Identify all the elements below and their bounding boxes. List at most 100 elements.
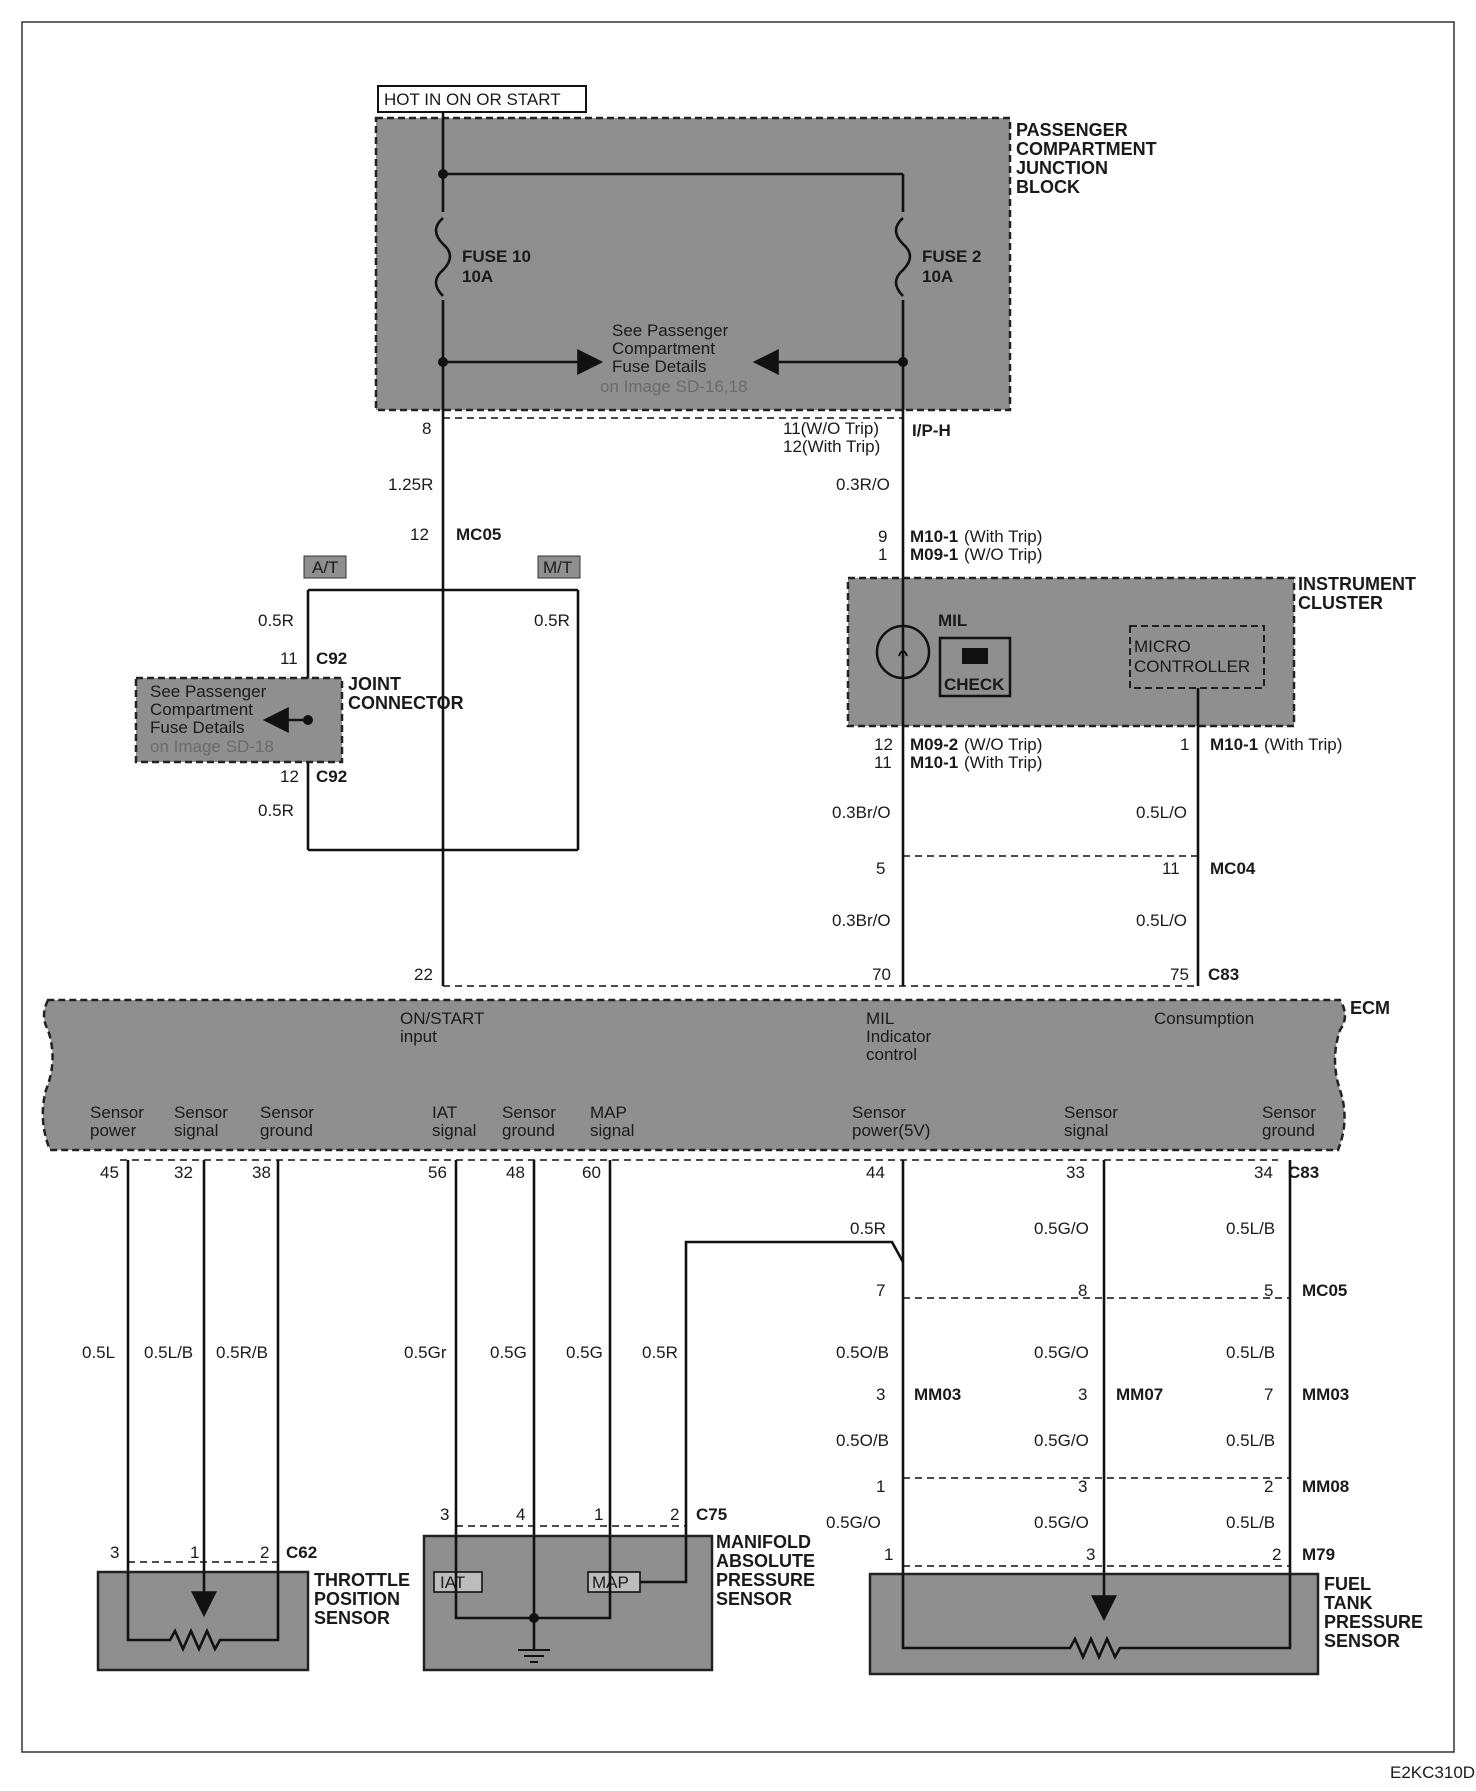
ftps-power-mid: 0.5O/B bbox=[836, 1343, 889, 1362]
jb-pin-left: 8 bbox=[422, 419, 431, 438]
svg-text:PRESSURE: PRESSURE bbox=[1324, 1612, 1423, 1632]
svg-text:Sensor: Sensor bbox=[852, 1103, 906, 1122]
svg-text:45: 45 bbox=[100, 1163, 119, 1182]
svg-text:48: 48 bbox=[506, 1163, 525, 1182]
svg-text:34: 34 bbox=[1254, 1163, 1273, 1182]
svg-text:Compartment: Compartment bbox=[150, 700, 253, 719]
hot-label: HOT IN ON OR START bbox=[384, 90, 561, 109]
consumption-wire-lower: 0.5L/O bbox=[1136, 911, 1187, 930]
svg-text:FUSE 10: FUSE 10 bbox=[462, 247, 531, 266]
svg-text:power(5V): power(5V) bbox=[852, 1121, 930, 1140]
ftps-signal-low: 0.5G/O bbox=[1034, 1431, 1089, 1450]
hot-label-box bbox=[377, 85, 587, 113]
mm08-pin-power: 1 bbox=[876, 1477, 885, 1496]
cluster-pin-e: 1 bbox=[1180, 735, 1189, 754]
mm03-a: MM03 bbox=[914, 1385, 961, 1404]
mc04-pin-right: 11 bbox=[1162, 859, 1180, 878]
cluster-pin-c: 12 bbox=[874, 735, 893, 754]
cluster-conn-b-note: (W/O Trip) bbox=[964, 545, 1042, 564]
mm03-b: MM03 bbox=[1302, 1385, 1349, 1404]
ecm-box bbox=[41, 998, 1347, 1152]
c92-pin-bottom: 12 bbox=[280, 767, 299, 786]
cluster-conn-a-note: (With Trip) bbox=[964, 527, 1042, 546]
svg-text:Fuse Details: Fuse Details bbox=[150, 718, 244, 737]
tps-conn: C62 bbox=[286, 1543, 317, 1562]
mm03-pin-a: 3 bbox=[876, 1385, 885, 1404]
svg-text:Sensor: Sensor bbox=[502, 1103, 556, 1122]
c92-top: C92 bbox=[316, 649, 347, 668]
ftps-signal-mid: 0.5G/O bbox=[1034, 1343, 1089, 1362]
cluster-conn-c-note: (W/O Trip) bbox=[964, 735, 1042, 754]
svg-text:POSITION: POSITION bbox=[314, 1589, 400, 1609]
page-frame bbox=[21, 21, 1455, 1753]
ftps-ground-low: 0.5L/B bbox=[1226, 1431, 1275, 1450]
svg-text:Fuse Details: Fuse Details bbox=[612, 357, 706, 376]
wire-1-25r: 1.25R bbox=[388, 475, 433, 494]
mil-bulb-icon bbox=[875, 624, 931, 680]
map-pin-2: 4 bbox=[516, 1505, 525, 1524]
ecm-on-start-2: input bbox=[400, 1027, 437, 1046]
cluster-pin-b: 1 bbox=[878, 545, 887, 564]
mc05-pin-signal: 8 bbox=[1078, 1281, 1087, 1300]
fuse-10-label: FUSE 10 10A bbox=[462, 247, 531, 286]
fuel-tank-sensor-title: FUEL TANK PRESSURE SENSOR bbox=[1324, 1574, 1423, 1651]
svg-text:SENSOR: SENSOR bbox=[1324, 1631, 1400, 1651]
mil-wire-lower: 0.3Br/O bbox=[832, 911, 891, 930]
cluster-pin-a: 9 bbox=[878, 527, 887, 546]
svg-text:PASSENGER: PASSENGER bbox=[1016, 120, 1128, 140]
cluster-pin-d: 11 bbox=[874, 753, 892, 772]
svg-text:See Passenger: See Passenger bbox=[150, 682, 267, 701]
svg-text:signal: signal bbox=[1064, 1121, 1108, 1140]
svg-text:MANIFOLD: MANIFOLD bbox=[716, 1532, 811, 1552]
joint-see-details: See Passenger Compartment Fuse Details o… bbox=[150, 682, 274, 756]
mc04-pin-left: 5 bbox=[876, 859, 885, 878]
svg-text:32: 32 bbox=[174, 1163, 193, 1182]
wire-0-3r-o: 0.3R/O bbox=[836, 475, 890, 494]
map-wire-1: 0.5Gr bbox=[404, 1343, 447, 1362]
mm08-pin-signal: 3 bbox=[1078, 1477, 1087, 1496]
svg-text:SENSOR: SENSOR bbox=[716, 1589, 792, 1609]
map-wire-4: 0.5R bbox=[642, 1343, 678, 1362]
mm07: MM07 bbox=[1116, 1385, 1163, 1404]
ecm-pin-mil: 70 bbox=[872, 965, 891, 984]
svg-text:56: 56 bbox=[428, 1163, 447, 1182]
cluster-conn-a: M10-1 bbox=[910, 527, 958, 546]
tps-pin-1: 3 bbox=[110, 1543, 119, 1562]
instrument-cluster-box bbox=[846, 576, 1296, 728]
mil-label: MIL bbox=[938, 611, 967, 630]
c92-pin-top: 11 bbox=[280, 649, 298, 668]
cluster-conn-b: M09-1 bbox=[910, 545, 958, 564]
ftps-pin-3: 2 bbox=[1272, 1545, 1281, 1564]
jb-pin-right-b: 12(With Trip) bbox=[783, 437, 880, 456]
joint-connector-title: JOINT CONNECTOR bbox=[348, 674, 464, 713]
mc04-conn: MC04 bbox=[1210, 859, 1256, 878]
svg-text:signal: signal bbox=[590, 1121, 634, 1140]
fuse-2-label: FUSE 2 10A bbox=[922, 247, 982, 286]
svg-text:signal: signal bbox=[432, 1121, 476, 1140]
map-pin-1: 3 bbox=[440, 1505, 449, 1524]
fuse-10-symbol bbox=[434, 217, 452, 297]
svg-text:MAP: MAP bbox=[590, 1103, 627, 1122]
iat-label: IAT bbox=[440, 1573, 465, 1592]
micro-label-2: CONTROLLER bbox=[1134, 657, 1250, 676]
map-sensor-box bbox=[422, 1534, 714, 1672]
ftps-conn: M79 bbox=[1302, 1545, 1335, 1564]
svg-text:See Passenger: See Passenger bbox=[612, 321, 729, 340]
svg-text:44: 44 bbox=[866, 1163, 885, 1182]
wire-mt: 0.5R bbox=[534, 611, 570, 630]
tps-wire-3: 0.5R/B bbox=[216, 1343, 268, 1362]
c92-bottom: C92 bbox=[316, 767, 347, 786]
wire-at-upper: 0.5R bbox=[258, 611, 294, 630]
ftps-pin-1: 1 bbox=[884, 1545, 893, 1564]
ecm-consumption: Consumption bbox=[1154, 1009, 1254, 1028]
svg-text:signal: signal bbox=[174, 1121, 218, 1140]
instrument-cluster-title: INSTRUMENT CLUSTER bbox=[1298, 574, 1416, 613]
svg-text:ground: ground bbox=[1262, 1121, 1315, 1140]
svg-text:TANK: TANK bbox=[1324, 1593, 1373, 1613]
cluster-conn-e-note: (With Trip) bbox=[1264, 735, 1342, 754]
page-code: E2KC310D bbox=[1390, 1763, 1475, 1782]
ftps-signal-bottom: 0.5G/O bbox=[1034, 1513, 1089, 1532]
map-wire-2: 0.5G bbox=[490, 1343, 527, 1362]
